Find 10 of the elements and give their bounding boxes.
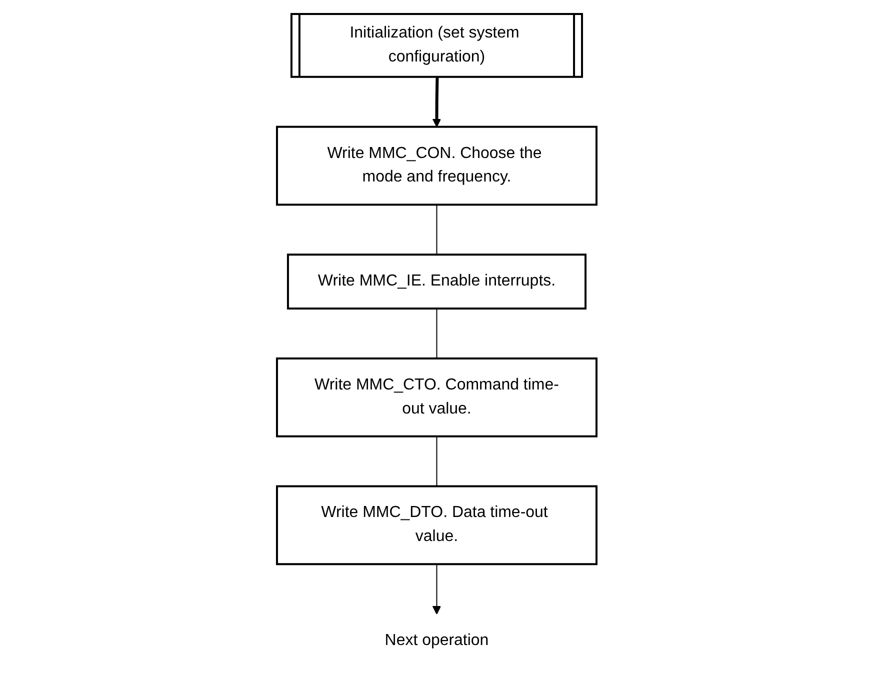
connector (436, 308, 438, 358)
node-box: Write MMC_DTO. Data time-out value. (276, 484, 598, 565)
node-box: Write MMC_CTO. Command time-out value. (276, 356, 598, 437)
node-box: Write MMC_CON. Choose the mode and frequency. (276, 125, 598, 206)
node-box: Write MMC_IE. Enable interrupts. (287, 253, 587, 310)
connector (436, 204, 438, 255)
arrow (432, 76, 442, 127)
arrow (432, 563, 442, 614)
node-text: Next operation (385, 632, 489, 649)
connector (436, 435, 438, 486)
